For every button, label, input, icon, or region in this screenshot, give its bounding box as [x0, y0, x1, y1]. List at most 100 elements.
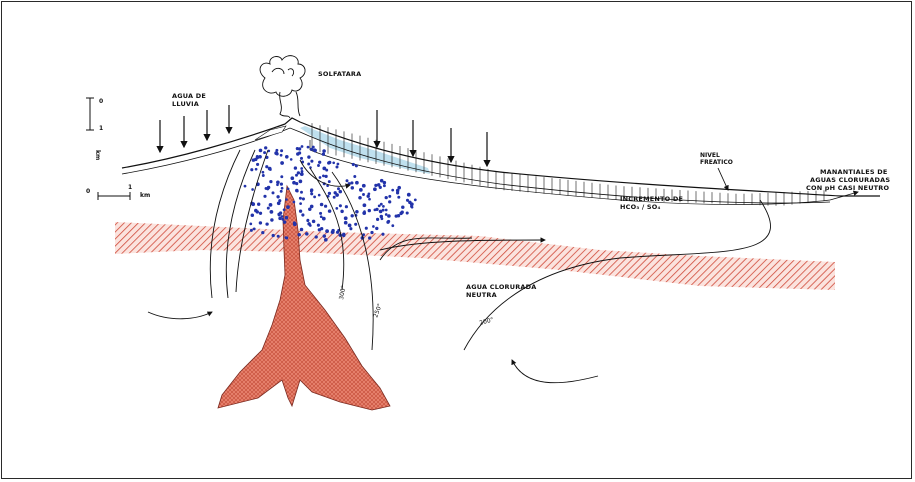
horizontal-scale-unit: km [140, 192, 150, 199]
steam-dot [319, 212, 322, 215]
steam-dot [370, 231, 373, 234]
steam-dot [352, 163, 355, 166]
steam-dot [325, 229, 329, 233]
steam-dot [317, 164, 320, 167]
steam-dot [276, 180, 280, 184]
steam-dot [287, 187, 290, 190]
steam-dot [383, 184, 386, 187]
steam-dot [407, 193, 411, 197]
steam-dot [324, 205, 327, 208]
steam-dot [280, 154, 283, 157]
steam-dot [244, 185, 247, 188]
steam-dot [312, 146, 315, 149]
steam-dot [300, 191, 303, 194]
steam-dot [292, 181, 296, 185]
steam-dot [323, 234, 326, 237]
steam-dot [280, 190, 283, 193]
steam-dot [298, 147, 301, 150]
steam-dot [285, 236, 288, 239]
steam-dot [301, 213, 304, 216]
steam-dot [322, 153, 325, 156]
steam-dot [263, 151, 266, 154]
steam-dot [263, 195, 266, 198]
steam-dot [396, 191, 399, 194]
steam-dot [374, 209, 377, 212]
steam-dot [359, 188, 362, 191]
steam-dot [281, 187, 284, 190]
steam-dot [397, 196, 400, 199]
steam-dot [275, 152, 278, 155]
steam-dot [300, 172, 304, 176]
steam-dot [406, 211, 409, 214]
steam-dot [307, 155, 310, 158]
magma-intrusion [218, 186, 390, 410]
steam-dot [310, 188, 313, 191]
steam-dot [272, 234, 275, 237]
label-increment-1: INCREMENTO DE [620, 195, 683, 203]
steam-dot [348, 224, 352, 228]
steam-dot [318, 228, 321, 231]
steam-dot [355, 164, 358, 167]
steam-dot [362, 184, 366, 188]
steam-dot [310, 160, 313, 163]
steam-dot [397, 186, 401, 190]
steam-dot [368, 209, 371, 212]
label-solfatara: SOLFATARA [318, 70, 361, 78]
steam-dot [339, 204, 342, 207]
steam-dot [365, 227, 368, 230]
steam-dot [374, 184, 377, 187]
steam-dot [265, 222, 268, 225]
steam-dot [385, 209, 388, 212]
steam-dot [353, 175, 356, 178]
steam-dot [300, 167, 303, 170]
vertical-scale-zero: 0 [99, 98, 103, 105]
steam-dot [259, 221, 262, 224]
steam-dot [285, 216, 289, 220]
steam-dot [280, 183, 283, 186]
steam-dot [254, 209, 258, 213]
steam-dot [320, 215, 323, 218]
steam-dot [355, 181, 359, 185]
steam-dot [355, 210, 359, 214]
label-springs-1: MANANTIALES DE [820, 168, 887, 176]
steam-dot [327, 161, 330, 164]
steam-dot [264, 146, 267, 149]
steam-dot [269, 203, 273, 207]
isotherm-250: 250° [372, 303, 384, 319]
steam-dot [345, 205, 348, 208]
steam-dot [306, 219, 309, 222]
steam-dot [297, 171, 300, 174]
steam-dot [283, 208, 286, 211]
steam-dot [277, 235, 280, 238]
steam-dot [290, 158, 293, 161]
steam-dot [368, 236, 371, 239]
steam-dot [362, 211, 366, 215]
steam-dot [381, 233, 384, 236]
steam-dot [254, 158, 258, 162]
steam-dot [283, 220, 286, 223]
steam-dot [280, 149, 283, 152]
steam-dot [300, 157, 303, 160]
steam-dot [312, 220, 316, 224]
steam-dot [320, 203, 324, 207]
steam-dot [313, 195, 316, 198]
steam-dot [251, 213, 255, 217]
steam-dot [250, 229, 253, 232]
steam-dot [333, 196, 336, 199]
steam-dot [319, 176, 322, 179]
horizontal-scale-bar [98, 192, 130, 200]
steam-dot [261, 231, 264, 234]
label-neutral-water-1: AGUA CLORURADA [466, 283, 537, 291]
steam-dot [265, 165, 268, 168]
steam-dot [299, 180, 303, 184]
steam-dot [328, 209, 332, 213]
steam-dot [315, 235, 318, 238]
steam-dot [386, 221, 389, 224]
steam-dot [368, 198, 371, 201]
isotherm-300: 300° [338, 285, 347, 300]
steam-dot [290, 176, 294, 180]
steam-dot [322, 149, 326, 153]
steam-dot [385, 213, 388, 216]
steam-dot [366, 194, 369, 197]
